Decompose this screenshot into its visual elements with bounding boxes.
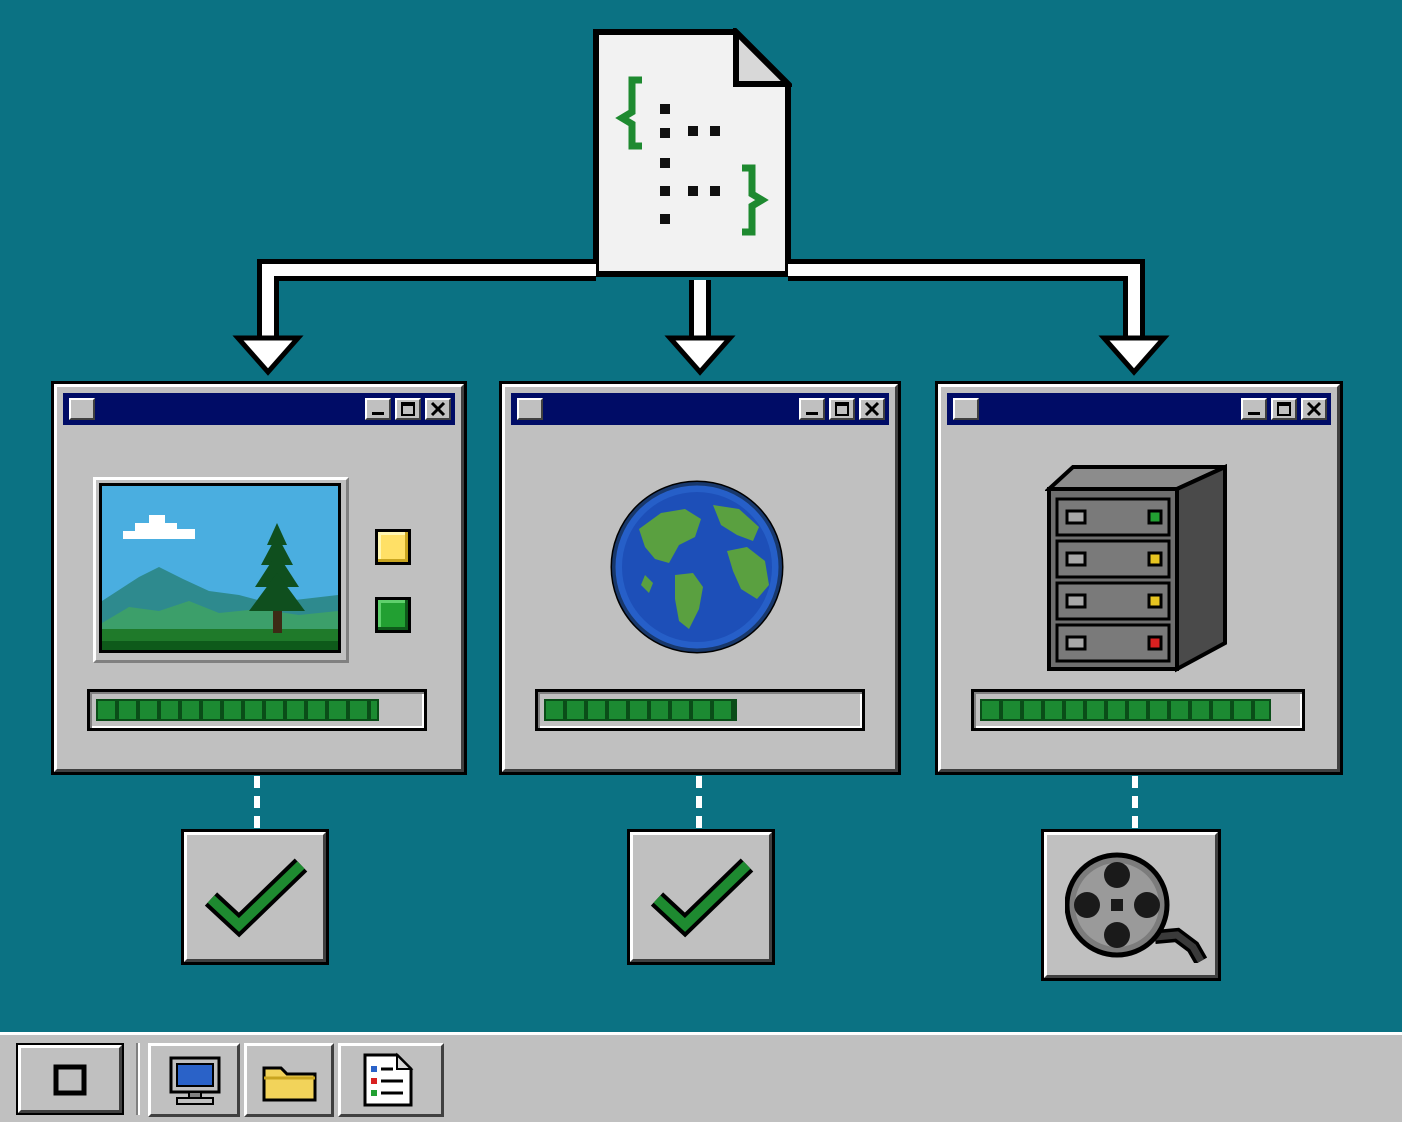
title-bar[interactable] <box>947 393 1331 425</box>
arrow-head-right <box>1098 335 1170 376</box>
maximize-icon <box>401 402 415 416</box>
document-list-icon <box>363 1052 414 1107</box>
checkmark-icon <box>650 858 754 938</box>
source-document[interactable] <box>592 28 792 278</box>
arrow-head-middle <box>664 335 736 376</box>
progress-fill <box>96 699 379 721</box>
yellow-square-button[interactable] <box>375 529 411 565</box>
window-menu-icon[interactable] <box>517 398 543 420</box>
minimize-button[interactable] <box>365 398 391 420</box>
progress-bar <box>971 689 1305 731</box>
landscape-picture-icon <box>99 483 341 653</box>
code-document-icon <box>593 28 792 277</box>
maximize-icon <box>1277 402 1291 416</box>
progress-bar <box>535 689 865 731</box>
server-window[interactable] <box>938 384 1340 772</box>
folder-icon <box>262 1066 317 1102</box>
dashed-connector <box>696 776 702 828</box>
dashed-connector <box>254 776 260 828</box>
minimize-icon <box>1248 412 1260 415</box>
window-menu-icon[interactable] <box>953 398 979 420</box>
close-icon <box>430 401 446 417</box>
quick-launch-divider <box>136 1043 140 1115</box>
close-button[interactable] <box>425 398 451 420</box>
minimize-icon <box>372 412 384 415</box>
progress-bar <box>87 689 427 731</box>
title-bar[interactable] <box>63 393 455 425</box>
progress-fill <box>544 699 737 721</box>
status-box-web[interactable] <box>630 832 772 962</box>
close-icon <box>1306 401 1322 417</box>
web-window[interactable] <box>502 384 898 772</box>
maximize-icon <box>835 402 849 416</box>
minimize-button[interactable] <box>1241 398 1267 420</box>
start-button[interactable] <box>18 1045 122 1113</box>
minimize-icon <box>806 412 818 415</box>
taskbar-item-folder[interactable] <box>244 1043 334 1117</box>
window-menu-icon[interactable] <box>69 398 95 420</box>
maximize-button[interactable] <box>1271 398 1297 420</box>
minimize-button[interactable] <box>799 398 825 420</box>
taskbar-item-document[interactable] <box>338 1043 444 1117</box>
arrow-head-left <box>232 335 304 376</box>
status-box-image[interactable] <box>184 832 326 962</box>
taskbar-item-computer[interactable] <box>148 1043 240 1117</box>
maximize-button[interactable] <box>829 398 855 420</box>
square-icon <box>53 1064 87 1096</box>
checkmark-icon <box>204 858 308 938</box>
dashed-connector <box>1132 776 1138 828</box>
branch-arrows <box>232 259 1170 376</box>
my-computer-icon <box>169 1056 221 1105</box>
status-box-server[interactable] <box>1044 832 1218 978</box>
green-square-button[interactable] <box>375 597 411 633</box>
maximize-button[interactable] <box>395 398 421 420</box>
picture-frame <box>93 477 349 663</box>
globe-icon <box>610 480 784 654</box>
image-window[interactable] <box>54 384 464 772</box>
server-tower-icon <box>1045 463 1227 673</box>
close-icon <box>864 401 880 417</box>
film-reel-icon <box>1065 852 1207 963</box>
title-bar[interactable] <box>511 393 889 425</box>
progress-fill <box>980 699 1271 721</box>
close-button[interactable] <box>1301 398 1327 420</box>
close-button[interactable] <box>859 398 885 420</box>
taskbar <box>0 1032 1402 1122</box>
